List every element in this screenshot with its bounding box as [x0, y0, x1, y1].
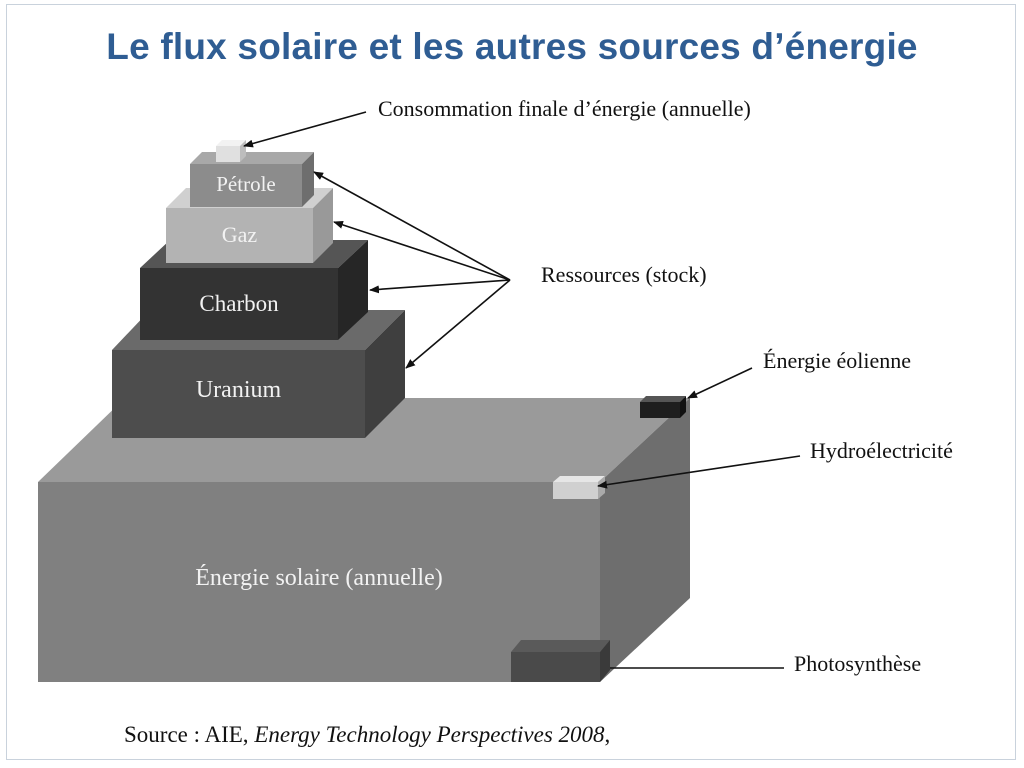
- solar-block-side: [600, 398, 690, 682]
- uranium-block-label: Uranium: [195, 377, 282, 403]
- solar-block-front: [38, 482, 600, 682]
- uranium-block-side: [365, 310, 405, 438]
- charbon-block-label: Charbon: [199, 291, 279, 316]
- page-title: Le flux solaire et les autres sources d’…: [106, 26, 918, 67]
- charbon-block-front: [140, 268, 338, 340]
- arrow-ressources-petrole: [313, 171, 511, 281]
- ressources-label: Ressources (stock): [541, 262, 707, 287]
- consommation-marker: [216, 140, 246, 162]
- arrows: [243, 111, 801, 669]
- consommation-label: Consommation finale d’énergie (annuelle): [378, 96, 751, 121]
- source-suffix: ,: [604, 722, 611, 747]
- source-citation: Source : AIE, Energy Technology Perspect…: [124, 722, 610, 748]
- photosynthese-label: Photosynthèse: [794, 651, 922, 676]
- petrole-block-top: [190, 152, 314, 164]
- eolienne-marker: [640, 396, 686, 418]
- source-prefix: Source : AIE,: [124, 722, 255, 747]
- gaz-block-side: [313, 188, 333, 263]
- arrow-hydro: [597, 455, 801, 489]
- gaz-block-label: Gaz: [221, 222, 258, 247]
- hydro-label: Hydroélectricité: [810, 438, 953, 463]
- gaz-block-front: [166, 208, 313, 263]
- arrow-eolienne: [687, 367, 753, 399]
- solar-block: [38, 398, 690, 682]
- petrole-block-front: [190, 164, 302, 207]
- charbon-block-side: [338, 240, 368, 340]
- arrow-ressources-charbon: [369, 279, 511, 294]
- arrow-ressources-gaz: [333, 221, 511, 281]
- eolienne-label: Énergie éolienne: [763, 348, 912, 373]
- petrole-block-side: [302, 152, 314, 207]
- source-publication: Energy Technology Perspectives 2008: [254, 722, 605, 747]
- solar-block-label: Énergie solaire (annuelle): [195, 565, 443, 591]
- arrow-ressources-uranium: [405, 279, 511, 369]
- photosynthese-marker: [511, 640, 610, 682]
- arrow-consommation: [243, 111, 367, 148]
- petrole-block-label: Pétrole: [216, 172, 276, 196]
- uranium-block-front: [112, 350, 365, 438]
- hydro-marker: [553, 476, 605, 499]
